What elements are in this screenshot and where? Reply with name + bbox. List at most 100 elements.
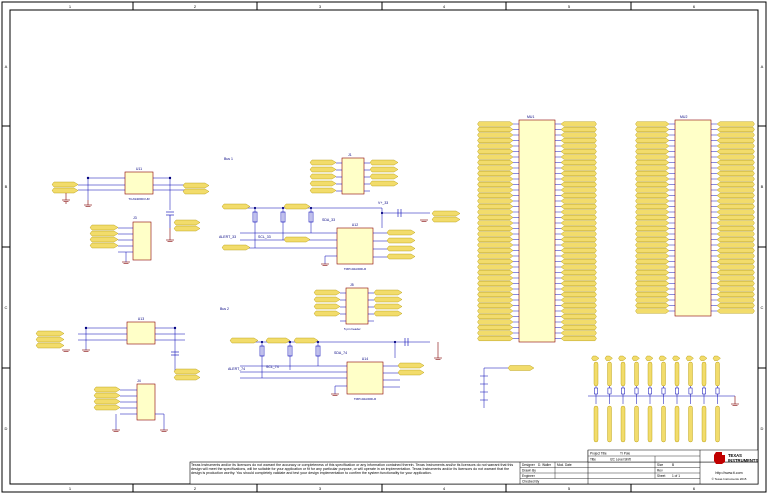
sheet-value: 1 of 1 (672, 474, 680, 478)
net-flag (560, 220, 597, 226)
net-flag (560, 225, 597, 232)
net-flag (477, 203, 514, 210)
u12-block: U12 TMP102AIDRLR (219, 201, 461, 271)
size-value: B (672, 463, 674, 467)
net-flag (560, 214, 597, 221)
col-label-2: 2 (194, 4, 197, 9)
row-markers: A B C D A B C D (2, 64, 766, 431)
j3-body (132, 221, 152, 261)
net-flag (635, 203, 670, 210)
net-flag (635, 126, 670, 133)
net-flag (716, 225, 755, 232)
row-label-d-right: D (761, 426, 764, 431)
net-flag (635, 192, 670, 199)
net-flag (560, 154, 597, 160)
net-flag (716, 297, 755, 303)
net-flag (635, 214, 670, 221)
net-flag (716, 165, 755, 171)
net-flag (560, 336, 597, 341)
mu2-connector: MU2 (635, 115, 755, 317)
net-flag (560, 264, 597, 270)
net-flag (716, 275, 755, 281)
net-flag (716, 203, 755, 210)
net-flag (477, 303, 514, 308)
net-flag (477, 214, 514, 221)
net-flag (645, 355, 654, 361)
net-flag-vertical (634, 361, 639, 387)
designer-label: Designer (522, 463, 536, 467)
u13-block: U13 (35, 317, 201, 381)
net-flag (658, 355, 667, 361)
mu2-ref: MU2 (680, 115, 687, 119)
net-flag-vertical (688, 361, 693, 387)
sda-74-label: SDA_74 (334, 351, 347, 355)
net-flag (635, 225, 670, 232)
net-flag (477, 275, 514, 281)
resistor (634, 387, 639, 395)
size-label: Size (657, 463, 663, 467)
net-flag (560, 165, 597, 171)
net-flag-vertical (607, 405, 612, 443)
net-flag (635, 209, 670, 215)
net-flag (560, 242, 597, 248)
scl-74-label: SCL_74 (266, 365, 279, 369)
col-label-6-bottom: 6 (693, 486, 696, 491)
net-flag (560, 319, 597, 325)
title-value: I2C Level Shift (610, 458, 631, 462)
net-flag (635, 242, 670, 248)
net-flag (477, 336, 514, 341)
net-flag (635, 170, 670, 177)
net-flag (635, 121, 670, 127)
net-flag (716, 236, 755, 243)
net-flag (635, 198, 670, 204)
net-flag (477, 242, 514, 248)
net-flag (477, 121, 514, 127)
net-flag (560, 286, 597, 292)
net-flag (635, 176, 670, 182)
net-flag (604, 355, 613, 361)
net-flag (560, 132, 597, 138)
col-label-4: 4 (443, 4, 446, 9)
net-flag (477, 281, 514, 286)
net-flag (716, 170, 755, 177)
net-flag-vertical (647, 361, 653, 387)
alert-33-label: ALERT_33 (219, 235, 236, 239)
net-flag (699, 355, 708, 361)
net-flag (477, 165, 514, 171)
net-flag (716, 176, 755, 182)
row-label-a-right: A (761, 64, 764, 69)
net-flag (716, 209, 755, 215)
net-flag (560, 148, 597, 155)
col-label-4-bottom: 4 (443, 486, 446, 491)
u13-body (126, 321, 156, 345)
net-flag (560, 330, 597, 336)
net-flag (560, 236, 597, 243)
net-flag (716, 198, 755, 204)
net-flag (635, 132, 670, 138)
net-flag (672, 355, 681, 361)
ti-logo-icon (714, 452, 725, 464)
net-flag (635, 220, 670, 226)
net-flag (716, 121, 755, 127)
net-flag (635, 181, 670, 188)
net-flag (716, 126, 755, 133)
u14-ref: U14 (362, 357, 368, 361)
net-flag (716, 270, 755, 275)
net-flag (716, 264, 755, 270)
net-flag (560, 187, 597, 193)
j1-body (341, 157, 365, 195)
net-flag (477, 225, 514, 232)
net-flag (477, 264, 514, 270)
net-flag-vertical (674, 405, 680, 443)
net-flag (635, 297, 670, 303)
net-flag (477, 132, 514, 138)
capacitor-top-left (166, 211, 174, 228)
net-flag (635, 231, 670, 237)
net-flag (477, 220, 514, 226)
j5-body (345, 287, 369, 325)
net-flag (560, 198, 597, 204)
net-flag (560, 292, 597, 297)
net-flag (716, 242, 755, 248)
net-flag (560, 325, 597, 330)
u14-block: U14 TMP102AIDRLR (228, 337, 442, 401)
